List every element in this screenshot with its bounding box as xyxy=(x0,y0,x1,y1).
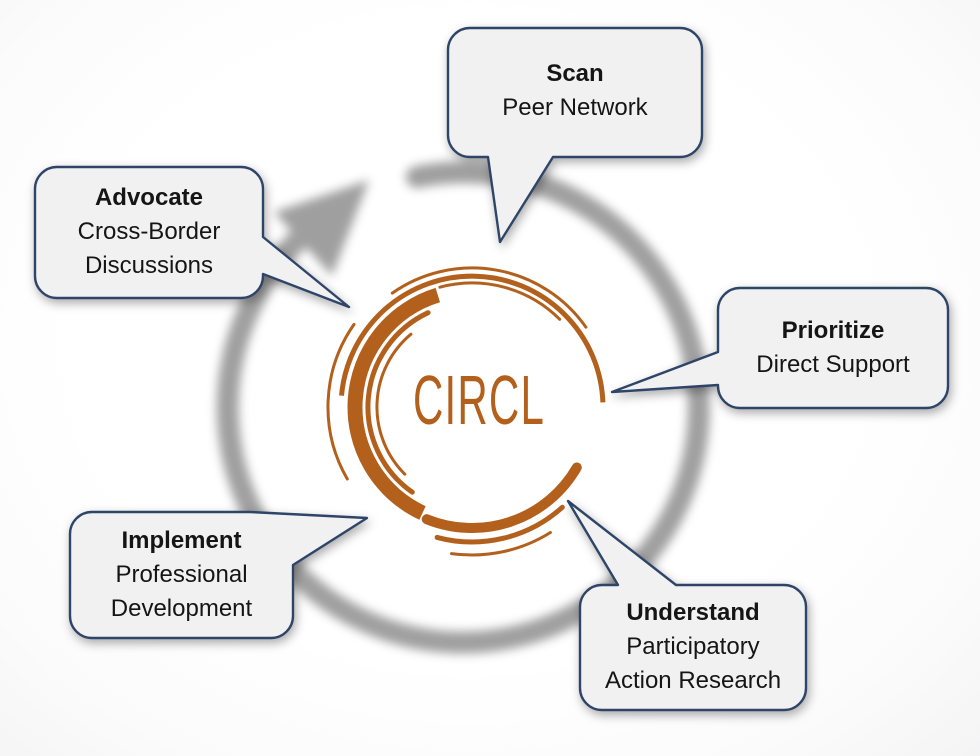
cycle-arrow-arc xyxy=(216,161,710,654)
callout-shapes xyxy=(33,26,950,712)
callout-implement-shape xyxy=(68,510,369,640)
callout-scan-shape xyxy=(446,26,704,244)
callout-advocate-shape xyxy=(33,165,351,309)
cycle-arrow xyxy=(216,161,710,654)
callout-understand-shape xyxy=(566,499,808,712)
circl-logo-ring xyxy=(326,266,606,557)
circl-wordmark: CIRCL xyxy=(412,361,546,439)
cycle-arrow-head-icon xyxy=(274,180,369,276)
callout-prioritize-shape xyxy=(610,286,950,410)
